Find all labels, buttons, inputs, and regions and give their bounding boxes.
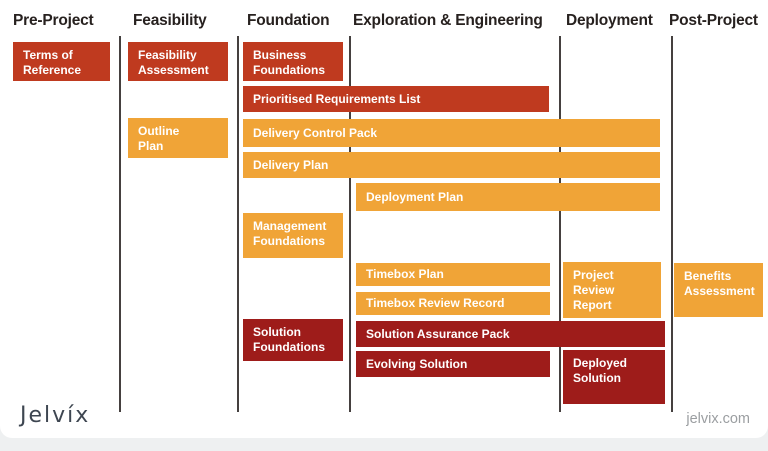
deliverable-label: Deployment Plan [366, 189, 464, 204]
deliverable-terms-of-reference: Terms of Reference [13, 42, 110, 81]
deliverable-label: Deployed Solution [573, 356, 628, 385]
phase-header-feasibility: Feasibility [133, 12, 207, 29]
website-url: jelvix.com [686, 411, 750, 427]
deliverable-label: Outline Plan [138, 124, 180, 153]
phase-divider [559, 36, 561, 412]
phase-divider [237, 36, 239, 412]
deliverable-label: Solution Assurance Pack [366, 326, 510, 341]
deliverable-timebox-review-record: Timebox Review Record [356, 292, 550, 315]
deliverable-solution-assurance-pack: Solution Assurance Pack [356, 321, 665, 347]
deliverable-project-review-report: Project Review Report [563, 262, 661, 318]
deliverable-management-foundations: Management Foundations [243, 213, 343, 258]
phase-header-deployment: Deployment [566, 12, 653, 29]
deliverable-evolving-solution: Evolving Solution [356, 351, 550, 377]
deliverable-label: Feasibility Assessment [138, 48, 209, 77]
deliverable-label: Prioritised Requirements List [253, 91, 421, 106]
phase-header-post-project: Post-Project [669, 12, 758, 29]
deliverable-delivery-control-pack: Delivery Control Pack [243, 119, 660, 147]
deliverable-solution-foundations: Solution Foundations [243, 319, 343, 361]
deliverable-label: Delivery Plan [253, 157, 329, 172]
deliverable-outline-plan: Outline Plan [128, 118, 228, 158]
deliverable-benefits-assessment: Benefits Assessment [674, 263, 763, 317]
deliverable-prioritised-requirements-list: Prioritised Requirements List [243, 86, 549, 112]
phase-divider [119, 36, 121, 412]
deliverable-label: Solution Foundations [253, 325, 325, 354]
deliverable-label: Evolving Solution [366, 356, 468, 371]
deliverable-timebox-plan: Timebox Plan [356, 263, 550, 286]
deliverable-label: Project Review Report [573, 268, 615, 312]
jelvix-logo: Jelvíx [20, 403, 91, 428]
deliverable-label: Terms of Reference [23, 48, 82, 77]
deliverable-delivery-plan: Delivery Plan [243, 152, 660, 178]
deliverable-business-foundations: Business Foundations [243, 42, 343, 81]
phase-divider [349, 36, 351, 412]
phase-header-exploration-engineering: Exploration & Engineering [353, 12, 543, 29]
phase-header-pre-project: Pre-Project [13, 12, 94, 29]
deliverable-label: Benefits Assessment [684, 269, 755, 298]
deliverable-feasibility-assessment: Feasibility Assessment [128, 42, 228, 81]
deliverable-label: Management Foundations [253, 219, 327, 248]
deliverable-label: Delivery Control Pack [253, 125, 378, 140]
deliverable-deployment-plan: Deployment Plan [356, 183, 660, 211]
deliverable-deployed-solution: Deployed Solution [563, 350, 665, 404]
deliverable-label: Timebox Review Record [366, 296, 505, 310]
deliverable-label: Timebox Plan [366, 267, 444, 281]
phase-header-foundation: Foundation [247, 12, 330, 29]
deliverable-label: Business Foundations [253, 48, 325, 77]
phase-divider [671, 36, 673, 412]
